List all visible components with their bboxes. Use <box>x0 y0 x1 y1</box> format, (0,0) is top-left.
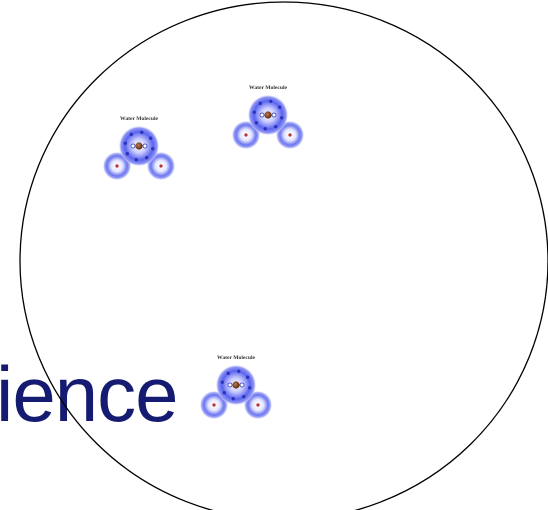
electron-dot <box>223 391 226 394</box>
electron-dot <box>253 111 256 114</box>
oxygen-nucleus <box>232 381 239 388</box>
inner-electron <box>272 113 276 117</box>
electron-dot <box>242 395 245 398</box>
electron-dot <box>237 370 240 373</box>
molecule-title: Water Molecule <box>249 85 287 91</box>
electron-dot <box>274 125 277 128</box>
hydrogen-nucleus <box>159 164 162 167</box>
water-molecule: Water Molecule <box>200 355 272 419</box>
electron-dot <box>151 147 154 150</box>
electron-dot <box>278 106 281 109</box>
electron-dot <box>259 102 262 105</box>
electron-dot <box>149 137 152 140</box>
electron-dot <box>124 142 127 145</box>
electron-dot <box>264 127 267 130</box>
oxygen-nucleus <box>264 111 271 118</box>
electron-dot <box>246 376 249 379</box>
inner-electron <box>131 144 135 148</box>
molecule-title: Water Molecule <box>120 116 158 122</box>
electron-dot <box>280 116 283 119</box>
molecule-title: Water Molecule <box>217 355 255 361</box>
electron-dot <box>255 121 258 124</box>
electron-dot <box>269 100 272 103</box>
inner-electron <box>240 383 244 387</box>
inner-electron <box>260 113 264 117</box>
electron-dot <box>126 152 129 155</box>
electron-dot <box>248 386 251 389</box>
hydrogen-nucleus <box>288 133 291 136</box>
electron-dot <box>227 372 230 375</box>
electron-dot <box>140 131 143 134</box>
hydrogen-nucleus <box>244 133 247 136</box>
inner-electron <box>228 383 232 387</box>
oxygen-nucleus <box>135 142 142 149</box>
hydrogen-nucleus <box>115 164 118 167</box>
electron-dot <box>232 397 235 400</box>
electron-dot <box>145 156 148 159</box>
hydrogen-nucleus <box>212 403 215 406</box>
electron-dot <box>221 381 224 384</box>
water-molecule: Water Molecule <box>232 85 304 149</box>
inner-electron <box>143 144 147 148</box>
electron-dot <box>130 133 133 136</box>
boundary-circle <box>20 2 548 510</box>
hydrogen-nucleus <box>256 403 259 406</box>
water-molecule: Water Molecule <box>103 116 175 180</box>
electron-dot <box>135 158 138 161</box>
